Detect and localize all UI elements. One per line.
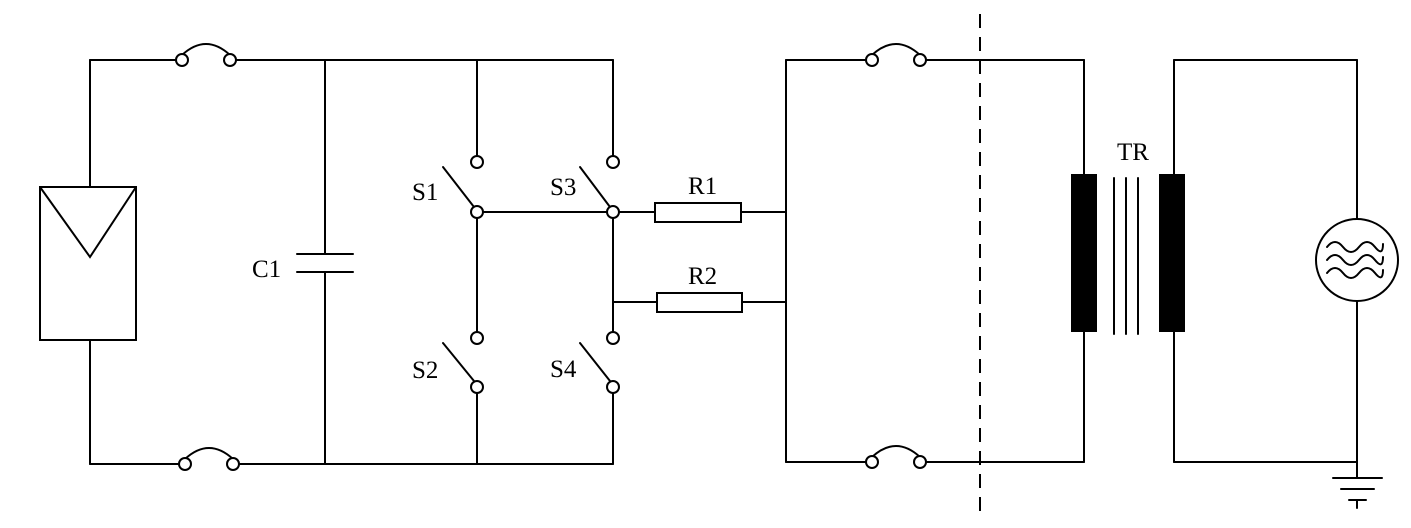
dc-wiring: [89, 59, 614, 465]
label-tr: TR: [1117, 139, 1149, 166]
fuse-top-right: [865, 43, 927, 67]
label-s2: S2: [412, 357, 438, 384]
grid-loop: [1173, 59, 1358, 479]
bridge-leg-left: [442, 59, 608, 465]
fuse-bottom-right: [865, 445, 927, 469]
transformer-tr: [1071, 174, 1185, 335]
pv-panel: [39, 186, 137, 341]
label-s1: S1: [412, 179, 438, 206]
ac-source-icon: [1315, 218, 1399, 302]
ground-icon: [1332, 477, 1383, 509]
fuse-top-left: [175, 43, 237, 67]
bridge-leg-right: [579, 59, 620, 465]
middle-loop: [785, 59, 1085, 463]
label-r1: R1: [688, 173, 717, 200]
label-r2: R2: [688, 263, 717, 290]
label-s4: S4: [550, 356, 577, 383]
fuse-bottom-left: [178, 447, 240, 471]
resistor-r2: [612, 292, 787, 313]
resistor-r1: [618, 202, 787, 223]
label-c1: C1: [252, 256, 281, 283]
capacitor-c1: [296, 59, 354, 465]
label-s3: S3: [550, 174, 576, 201]
